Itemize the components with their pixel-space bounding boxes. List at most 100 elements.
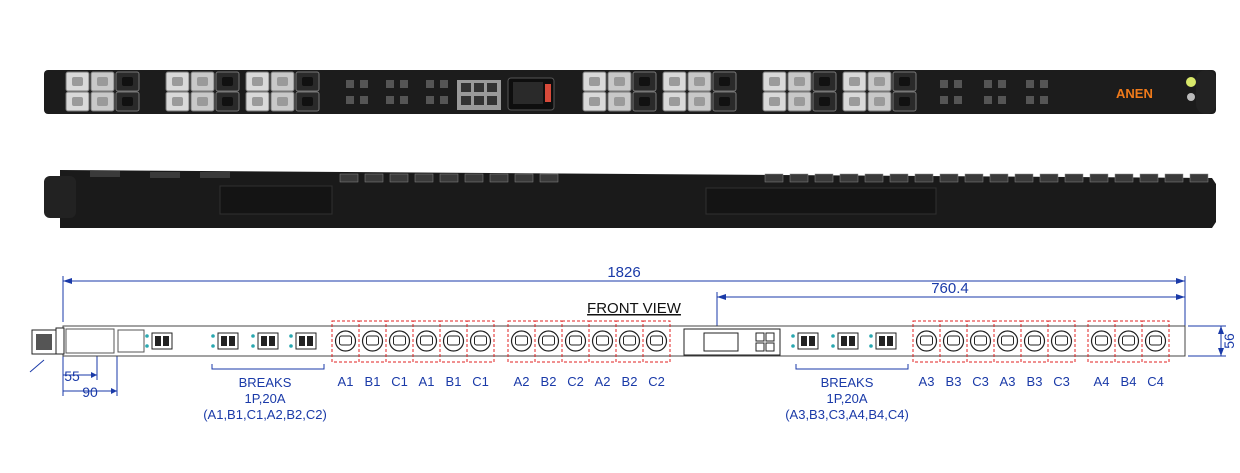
breaker-symbol-icon <box>211 332 239 350</box>
outlet-socket-icon <box>812 91 837 112</box>
meter-network-ports <box>755 332 775 352</box>
c13-outlet-icon <box>334 330 357 352</box>
outlet-face-icon <box>474 335 487 346</box>
dim-arrow-icon <box>717 294 726 300</box>
outlet-face-icon <box>1095 335 1108 346</box>
outlet-face-icon <box>623 335 636 346</box>
c13-outlet-icon <box>469 330 492 352</box>
bracket-right-path <box>795 364 909 370</box>
outlet-circuit-label: B3 <box>1027 374 1043 389</box>
pdu-front-photo: ANEN <box>44 70 1216 114</box>
outlet-face-icon <box>569 335 582 346</box>
outlet-circuit-label: C3 <box>1053 374 1070 389</box>
outlet-face-icon <box>542 335 555 346</box>
outlet-circuit-label: C1 <box>391 374 408 389</box>
outlet-socket-icon <box>582 91 607 112</box>
lcd-screen <box>513 82 543 104</box>
breaks-right-rating: 1P,20A <box>827 391 868 406</box>
front-view-title: FRONT VIEW <box>587 300 682 317</box>
c13-outlet-icon <box>915 330 938 352</box>
dim-arrow-icon <box>63 278 72 284</box>
outlet-circuit-label: C3 <box>972 374 989 389</box>
reset-button-icon <box>1187 93 1195 101</box>
breaker-switch-icon <box>386 80 408 88</box>
outlet-socket-icon <box>295 91 320 112</box>
outlet-top-icon <box>764 173 784 183</box>
dim-span-label: 760.4 <box>931 280 969 297</box>
breaker-switch-icon <box>1026 96 1048 104</box>
breaker-switch-icon <box>1026 80 1048 88</box>
outlet-socket-icon <box>812 71 837 92</box>
c13-outlet-icon <box>969 330 992 352</box>
outlet-cell: B4 <box>1114 320 1143 389</box>
rj45-port-icon <box>765 332 775 342</box>
outlet-socket-icon <box>190 71 215 92</box>
breaker-switch-icon <box>984 80 1006 88</box>
outlet-socket-icon <box>215 91 240 112</box>
dim-arrow-icon <box>111 388 117 394</box>
outlet-socket-icon <box>762 71 787 92</box>
outlet-socket-icon <box>867 71 892 92</box>
outlet-top-icon <box>389 173 409 183</box>
breaker-switch-icon <box>940 96 962 104</box>
outlet-socket-icon <box>295 71 320 92</box>
dim-arrow-icon <box>1176 278 1185 284</box>
terminal-block <box>117 329 145 353</box>
c13-outlet-icon <box>361 330 384 352</box>
side-detail-icon <box>90 171 120 177</box>
outlet-cell: A1 <box>331 320 360 389</box>
outlet-circuit-label: A2 <box>514 374 530 389</box>
outlet-cell: A2 <box>588 320 617 389</box>
outlet-circuit-label: A1 <box>419 374 435 389</box>
breaker-symbol-icon <box>791 332 819 350</box>
rj45-port-icon <box>474 96 484 105</box>
c13-outlet-icon <box>442 330 465 352</box>
outlet-socket-icon <box>662 91 687 112</box>
c13-outlet-icon <box>645 330 668 352</box>
outlet-face-icon <box>947 335 960 346</box>
outlet-cell: A2 <box>507 320 536 389</box>
outlet-socket-icon <box>115 91 140 112</box>
outlet-socket-icon <box>687 71 712 92</box>
outlet-face-icon <box>650 335 663 346</box>
outlet-top-icon <box>814 173 834 183</box>
breaker-switch-icon <box>426 80 448 88</box>
network-ports <box>457 80 501 110</box>
outlet-socket-icon <box>892 91 917 112</box>
c13-outlet-icon <box>942 330 965 352</box>
pdu-side-photo <box>44 170 1216 228</box>
outlet-circuit-label: B1 <box>446 374 462 389</box>
outlet-top-icon <box>364 173 384 183</box>
outlet-top-icon <box>939 173 959 183</box>
breaker-switch-icon <box>346 96 368 104</box>
outlet-circuit-label: C2 <box>648 374 665 389</box>
outlet-socket-icon <box>607 91 632 112</box>
dim-55-label: 55 <box>64 368 80 384</box>
breaks-right-title: BREAKS <box>821 375 874 390</box>
breaker-symbol-icon <box>289 332 317 350</box>
outlet-circuit-label: B3 <box>946 374 962 389</box>
outlet-top-icon <box>1039 173 1059 183</box>
outlet-top-icon <box>464 173 484 183</box>
outlet-top-icon <box>964 173 984 183</box>
c13-outlet-icon <box>1144 330 1167 352</box>
outlet-socket-icon <box>892 71 917 92</box>
outlet-socket-icon <box>632 91 657 112</box>
outlet-top-icon <box>489 173 509 183</box>
dim-arrow-icon <box>1218 326 1224 334</box>
breaks-left-title: BREAKS <box>239 375 292 390</box>
breaker-symbols <box>145 332 897 350</box>
breaker-symbol-icon <box>251 332 279 350</box>
inlet-gland <box>55 327 65 355</box>
outlet-face-icon <box>1149 335 1162 346</box>
outlet-socket-icon <box>662 71 687 92</box>
outlet-socket-icon <box>842 91 867 112</box>
brand-logo: ANEN <box>1116 86 1153 101</box>
outlet-top-icon <box>339 173 359 183</box>
lcd-indicator-icon <box>545 84 551 102</box>
c13-outlet-icon <box>415 330 438 352</box>
outlet-socket-icon <box>687 91 712 112</box>
outlet-top-icon <box>1014 173 1034 183</box>
